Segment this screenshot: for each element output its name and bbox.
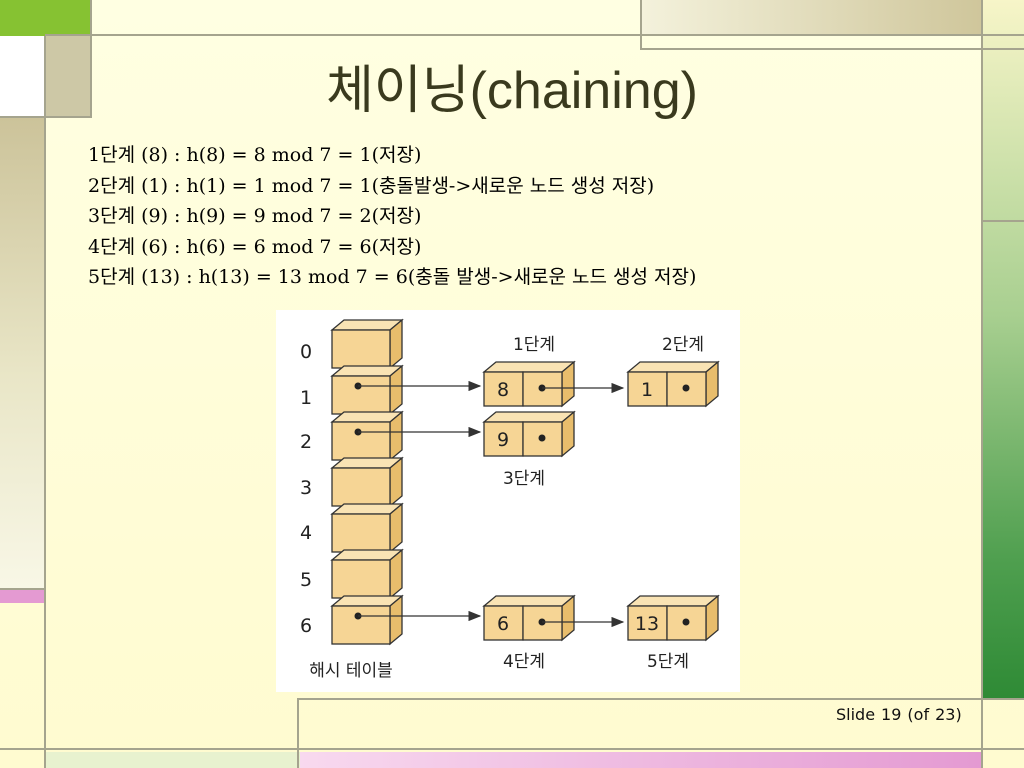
step-line-5: 5단계 (13) : h(13) = 13 mod 7 = 6(충돌 발생->새… — [88, 266, 697, 288]
slide-title: 체이닝(chaining) — [0, 48, 1024, 123]
frame-line-right-lower — [981, 220, 1024, 222]
bottom-green-strip — [45, 752, 300, 768]
step-label-3: 3단계 — [503, 469, 545, 489]
bottom-pink-strip — [300, 752, 982, 768]
frame-line-left-lower — [0, 588, 45, 590]
step-line-1: 1단계 (8) : h(8) = 8 mod 7 = 1(저장) — [88, 144, 422, 166]
node-9-value: 9 — [497, 429, 509, 451]
index-label-5: 5 — [300, 569, 312, 591]
hash-cell-3 — [330, 456, 404, 508]
frame-line-bottom-v — [297, 698, 299, 768]
step-label-5: 5단계 — [647, 652, 689, 672]
node-1-pointer-dot — [682, 384, 690, 392]
hash-cell-6 — [330, 594, 404, 646]
index-label-6: 6 — [300, 615, 312, 637]
hash-cell-4 — [330, 502, 404, 554]
top-right-olive-block — [640, 0, 982, 36]
node-13 — [626, 594, 720, 642]
frame-line-left2 — [90, 0, 92, 118]
slide-title-english: (chaining) — [469, 62, 698, 120]
footer-of-text: (of — [907, 705, 930, 724]
top-left-white-block — [0, 36, 45, 116]
node-6-value: 6 — [497, 613, 509, 635]
index-label-0: 0 — [300, 341, 312, 363]
step-line-2: 2단계 (1) : h(1) = 1 mod 7 = 1(충돌발생->새로운 노… — [88, 174, 655, 197]
hash-table — [330, 318, 404, 646]
footer-slide-word: Slide — [836, 705, 876, 724]
node-1 — [626, 360, 720, 408]
frame-line-top — [45, 34, 1024, 36]
step-label-4: 4단계 — [503, 652, 545, 672]
node-8-value: 8 — [497, 379, 509, 401]
frame-line-bottom — [0, 748, 1024, 750]
slide-title-korean: 체이닝 — [326, 61, 470, 121]
hash-table-label: 해시 테이블 — [309, 661, 393, 681]
frame-line-right — [981, 0, 983, 768]
node-8 — [482, 360, 576, 408]
node-13-value: 13 — [635, 613, 659, 635]
index-label-2: 2 — [300, 431, 312, 453]
left-olive-block — [45, 36, 91, 118]
step-line-4: 4단계 (6) : h(6) = 6 mod 7 = 6(저장) — [88, 235, 422, 258]
frame-line-bottom2 — [298, 698, 1024, 700]
top-left-green-block — [0, 0, 90, 36]
left-pink-strip — [0, 590, 45, 603]
footer-total: 23) — [935, 705, 962, 724]
index-label-3: 3 — [300, 477, 312, 499]
node-6 — [482, 594, 576, 642]
chaining-diagram-svg: 0 1 2 3 4 5 6 — [300, 318, 720, 681]
index-label-4: 4 — [300, 522, 312, 544]
index-label-1: 1 — [300, 387, 312, 409]
frame-line-right-top — [640, 0, 642, 50]
hash-cell-0 — [330, 318, 404, 370]
right-green-band — [983, 0, 1024, 700]
left-gradient-band — [0, 118, 45, 588]
chaining-diagram: 0 1 2 3 4 5 6 — [276, 310, 740, 692]
hash-cell-5 — [330, 548, 404, 600]
hash-cell-1 — [330, 364, 404, 416]
hash-cell-2 — [330, 410, 404, 462]
slide-footer: Slide 19 (of 23) — [836, 705, 968, 724]
step-line-3: 3단계 (9) : h(9) = 9 mod 7 = 2(저장) — [88, 205, 422, 227]
step-label-2: 2단계 — [662, 335, 704, 355]
footer-slide-number: 19 — [881, 705, 902, 724]
node-13-pointer-dot — [682, 618, 690, 626]
node-9-pointer-dot — [538, 434, 546, 442]
step-list: 1단계 (8) : h(8) = 8 mod 7 = 1(저장) 2단계 (1)… — [88, 140, 968, 293]
frame-line-left — [44, 36, 46, 768]
frame-line-right-mid — [640, 48, 1024, 50]
step-label-1: 1단계 — [513, 335, 555, 355]
node-1-value: 1 — [641, 379, 653, 401]
